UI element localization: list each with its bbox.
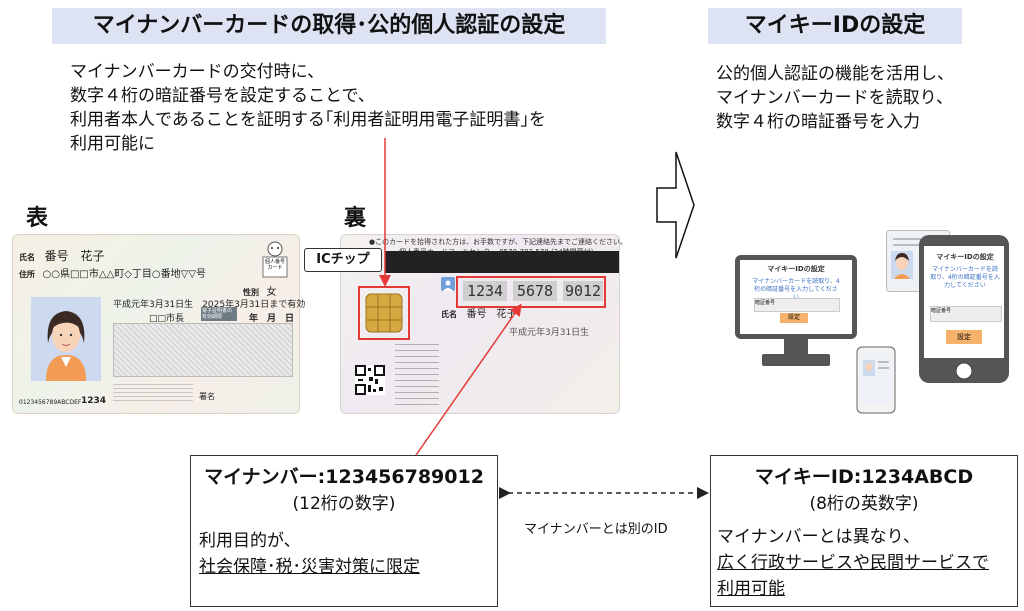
my-number-info-title: マイナンバー:123456789012	[204, 466, 484, 488]
my-number-digits-3: 9012	[563, 281, 603, 301]
right-description: 公的個人認証の機能を活用し、 マイナンバーカードを読取り、 数字４桁の暗証番号を…	[716, 62, 954, 134]
right-description-line: マイナンバーカードを読取り、	[716, 88, 953, 108]
monitor-set-button: 設定	[780, 313, 808, 323]
my-key-id-info-body-line: マイナンバーとは異なり、	[717, 527, 920, 547]
front-label: 表	[26, 206, 49, 231]
front-birth-expiry: 平成元年3月31日生 2025年3月31日まで有効	[113, 300, 306, 310]
left-description: マイナンバーカードの交付時に、 数字４桁の暗証番号を設定することで、 利用者本人…	[70, 60, 546, 156]
phone-field-label: 暗証番号	[931, 308, 952, 314]
ic-chip-highlight	[358, 286, 410, 340]
front-office: □□市長	[149, 314, 185, 324]
back-name-value: 番号 花子	[466, 309, 517, 320]
my-number-info-body-line: 社会保障･税･災害対策に限定	[199, 557, 420, 577]
my-key-id-info-body-line: 利用可能	[717, 579, 785, 599]
front-cert-label: 電子証明書の有効期限	[201, 307, 237, 321]
back-birth: 平成元年3月31日生	[509, 328, 590, 338]
monitor-screen-text: マイナンバーカードを読取り、4桁の暗証番号を入力してください	[752, 278, 840, 301]
front-address-label: 住所	[19, 270, 35, 279]
front-memo: 署名	[199, 392, 215, 401]
front-name-value: 番号 花子	[44, 249, 105, 263]
back-name-label: 氏名	[441, 310, 457, 319]
back-label: 裏	[344, 206, 367, 231]
right-section-title: マイキーIDの設定	[708, 8, 962, 44]
card-badge-text: 個人番号カード	[264, 259, 285, 271]
my-number-card-back: ●このカードを拾得された方は、お手数ですが、下記連絡先までご連絡ください。 個人…	[340, 234, 627, 414]
ic-chip-label: ICチップ	[304, 248, 382, 272]
back-person-icon	[441, 277, 455, 291]
my-number-digits-1: 1234	[463, 281, 507, 301]
left-description-line: 数字４桁の暗証番号を設定することで、	[70, 86, 375, 106]
card-photo	[31, 297, 101, 381]
small-phone-icon	[856, 346, 896, 414]
front-sex-value: 女	[266, 287, 277, 298]
phone-screen-text: マイナンバーカードを読取り、4桁の暗証番号を入力してください	[930, 266, 1000, 289]
phone-set-button: 設定	[946, 330, 982, 344]
front-code: 1234	[81, 396, 107, 406]
my-key-id-info-body-line: 広く行政サービスや民間サービスで	[717, 553, 989, 573]
left-description-line: マイナンバーカードの交付時に、	[70, 62, 325, 82]
my-number-highlight	[456, 276, 606, 308]
back-notes-block	[395, 339, 439, 405]
phone-field: 暗証番号	[930, 306, 1002, 322]
card-badge-icon: 個人番号カード	[259, 239, 291, 279]
back-notice: ●このカードを拾得された方は、お手数ですが、下記連絡先までご連絡ください。	[369, 238, 627, 246]
left-section-title: マイナンバーカードの取得･公的個人認証の設定	[52, 8, 606, 44]
phone-screen-title: マイキーIDの設定	[936, 253, 994, 261]
monitor-field: 暗証番号	[754, 298, 840, 312]
my-number-digits-2: 5678	[513, 281, 557, 301]
left-description-line: 利用可能に	[70, 134, 155, 154]
my-key-id-info-sub: (8桁の英数字)	[809, 494, 919, 514]
my-number-info-sub: (12桁の数字)	[292, 494, 396, 514]
front-lower-block	[113, 381, 193, 401]
front-ymd: 年 月 日	[249, 314, 295, 324]
my-key-id-info-box: マイキーID:1234ABCD (8桁の英数字) マイナンバーとは異なり、 広く…	[710, 455, 1018, 607]
right-description-line: 数字４桁の暗証番号を入力	[716, 112, 920, 132]
front-address-value: ○○県□□市△△町◇丁目○番地▽▽号	[42, 269, 207, 280]
my-key-id-info-title: マイキーID:1234ABCD	[754, 466, 974, 488]
monitor-screen-title: マイキーIDの設定	[767, 265, 825, 273]
right-description-line: 公的個人認証の機能を活用し、	[716, 64, 954, 84]
front-name-label: 氏名	[19, 253, 35, 262]
my-number-info-body-line: 利用目的が、	[199, 531, 301, 551]
my-number-info-box: マイナンバー:123456789012 (12桁の数字) 利用目的が、 社会保障…	[190, 455, 498, 607]
front-sex-label: 性別	[243, 288, 259, 297]
qr-code-icon	[355, 365, 385, 395]
front-id-bottom: 0123456789ABCDEF	[19, 399, 82, 406]
my-number-card-front: 氏名 番号 花子 住所 ○○県□□市△△町◇丁目○番地▽▽号 個人番号カード 性…	[12, 234, 305, 414]
ic-chip-icon	[365, 293, 403, 333]
front-pattern	[113, 323, 293, 377]
relation-label: マイナンバーとは別のID	[524, 522, 668, 537]
back-black-stripe	[385, 251, 619, 273]
left-description-line: 利用者本人であることを証明する｢利用者証明用電子証明書｣を	[70, 110, 546, 130]
monitor-field-label: 暗証番号	[755, 300, 776, 306]
